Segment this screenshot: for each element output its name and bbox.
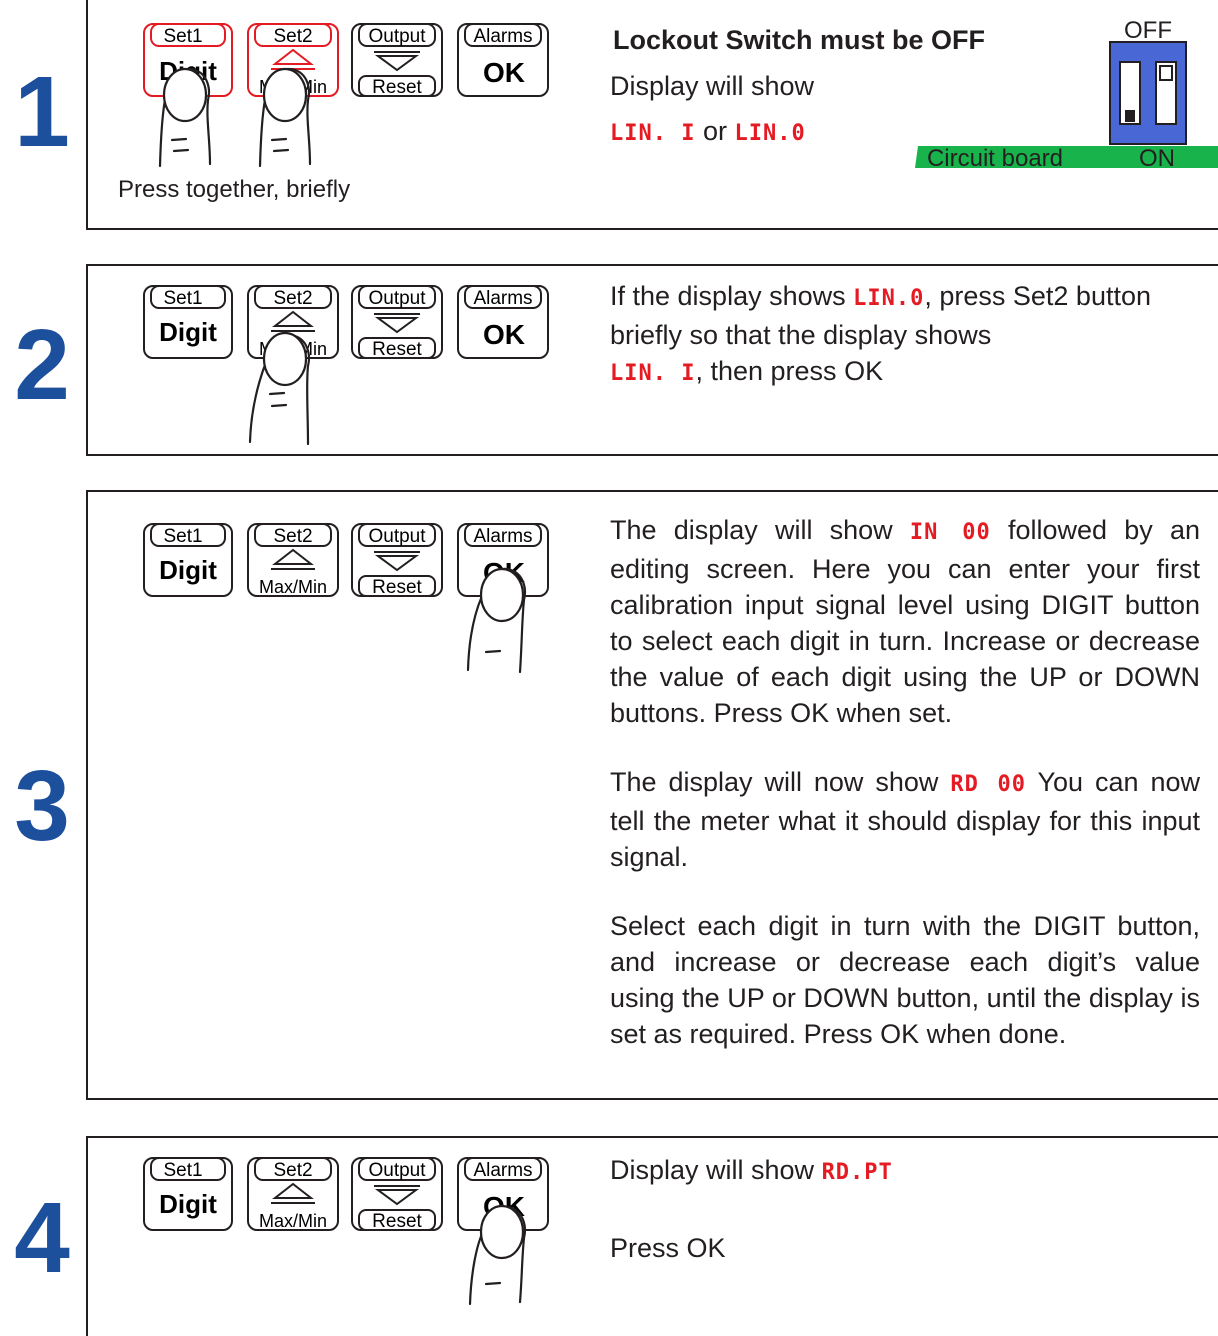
output-down-button: Output Reset — [351, 523, 443, 598]
step-4-line1: Display will show RD.PT — [610, 1152, 893, 1191]
press-note: Press together, briefly — [118, 176, 351, 203]
alarms-ok-button: Alarms OK — [457, 23, 549, 97]
reset-label: Reset — [372, 77, 422, 98]
step-1-led-line: LIN. I or LIN.0 — [610, 113, 806, 152]
step-2-text: If the display shows LIN.0, press Set2 b… — [610, 278, 1200, 392]
alarms-label: Alarms — [473, 26, 532, 47]
step-3-panel: Set1 Digit Set2 Max/Min Output Reset Ala… — [86, 490, 1218, 1100]
step-number-3: 3 — [14, 750, 70, 862]
step-3-p2-a: The display will now show — [610, 767, 951, 797]
led-lin0: LIN.0 — [734, 121, 806, 146]
svg-text:Output: Output — [368, 288, 426, 309]
step-1-panel: Set1 Digit Set2 Max/Min Output Reset Ala… — [86, 0, 1218, 230]
step-3-p1-a: The display will show — [610, 515, 910, 545]
step-4-line2: Press OK — [610, 1233, 726, 1263]
set1-digit-button: Set1 Digit — [143, 523, 233, 597]
step-2-panel: Set1 Digit Set2 Max/Min Output Reset Ala… — [86, 264, 1218, 456]
switch-on-label: ON — [1139, 145, 1175, 172]
led-in-00: IN 00 — [909, 520, 991, 545]
svg-text:Reset: Reset — [372, 339, 422, 360]
svg-text:Reset: Reset — [372, 1211, 422, 1232]
svg-text:Digit: Digit — [159, 555, 217, 585]
step-4-panel: Set1 Digit Set2 Max/Min Output Reset Ala… — [86, 1136, 1218, 1336]
step-1-line1: Display will show — [610, 71, 815, 101]
switch-off-label: OFF — [1124, 17, 1172, 44]
set2-up-button: Set2 Max/Min — [247, 285, 339, 359]
step-2-text-a: If the display shows — [610, 281, 854, 311]
step-number-2: 2 — [14, 309, 70, 421]
svg-text:Alarms: Alarms — [473, 288, 532, 309]
svg-text:Max/Min: Max/Min — [259, 1211, 327, 1231]
finger-icon — [468, 1204, 527, 1306]
set1-digit-button: Set1 Digit — [143, 23, 233, 97]
step-3-button-diagram: Set1 Digit Set2 Max/Min Output Reset Ala… — [143, 523, 549, 674]
led-lin1: LIN. I — [610, 121, 696, 146]
set2-label: Set2 — [273, 26, 312, 47]
svg-text:Digit: Digit — [159, 317, 217, 347]
output-down-button: Output Reset — [351, 23, 443, 98]
finger-icon — [248, 331, 311, 446]
down-arrow-icon — [374, 317, 420, 334]
ok-label: OK — [483, 57, 525, 88]
step-4-text-a: Display will show — [610, 1155, 822, 1185]
step-1-heading: Lockout Switch must be OFF — [613, 25, 986, 55]
step-2-text-c: , then press OK — [695, 356, 884, 386]
svg-text:Set1: Set1 — [163, 1160, 202, 1181]
output-down-button: Output Reset — [351, 1157, 443, 1232]
or-text: or — [703, 116, 728, 146]
up-arrow-icon — [272, 48, 314, 65]
step-1-button-diagram: Set1 Digit Set2 Max/Min Output Reset Ala… — [143, 17, 1218, 172]
lockout-dip-switch-icon — [915, 41, 1218, 168]
finger-icon — [158, 67, 312, 168]
set1-digit-button: Set1 Digit — [143, 1157, 233, 1231]
svg-text:Set1: Set1 — [163, 288, 202, 309]
svg-text:Set2: Set2 — [273, 288, 312, 309]
led-lin0: LIN.0 — [853, 286, 925, 311]
circuit-board-label: Circuit board — [927, 145, 1063, 172]
set1-label: Set1 — [163, 26, 202, 47]
step-2-text-b: , press Set2 button briefly so that the … — [610, 281, 1151, 350]
down-arrow-icon — [374, 555, 420, 572]
step-3-paragraph-1: The display will show IN 00 followed by … — [610, 512, 1200, 731]
svg-text:Output: Output — [368, 526, 426, 547]
up-arrow-icon — [272, 548, 314, 565]
svg-text:Set2: Set2 — [273, 1160, 312, 1181]
step-3-p2-b: You can now tell the meter what it shoul… — [610, 767, 1200, 872]
set2-up-button: Set2 Max/Min — [247, 523, 339, 597]
svg-text:Output: Output — [368, 1160, 426, 1181]
svg-text:Alarms: Alarms — [473, 1160, 532, 1181]
step-3-p1-b: followed by an editing screen. Here you … — [610, 515, 1200, 728]
svg-text:Max/Min: Max/Min — [259, 577, 327, 597]
svg-text:Alarms: Alarms — [473, 526, 532, 547]
svg-text:Digit: Digit — [159, 1189, 217, 1219]
svg-text:Set1: Set1 — [163, 526, 202, 547]
step-4-button-diagram: Set1 Digit Set2 Max/Min Output Reset Ala… — [143, 1157, 549, 1306]
step-number-4: 4 — [14, 1182, 70, 1294]
led-rd-00: RD 00 — [950, 772, 1027, 797]
up-arrow-icon — [272, 310, 314, 327]
set1-digit-button: Set1 Digit — [143, 285, 233, 359]
svg-text:Set2: Set2 — [273, 526, 312, 547]
svg-text:Reset: Reset — [372, 577, 422, 598]
alarms-ok-button: Alarms OK — [457, 285, 549, 359]
down-arrow-icon — [374, 1189, 420, 1206]
led-lin1: LIN. I — [610, 361, 696, 386]
finger-icon — [466, 567, 527, 674]
step-3-paragraph-3: Select each digit in turn with the DIGIT… — [610, 911, 1200, 1049]
led-rd-pt: RD.PT — [821, 1160, 893, 1185]
svg-text:OK: OK — [483, 319, 525, 350]
step-number-1: 1 — [14, 56, 70, 168]
step-2-button-diagram: Set1 Digit Set2 Max/Min Output Reset Ala… — [143, 285, 549, 446]
set2-up-button: Set2 Max/Min — [247, 1157, 339, 1231]
output-label: Output — [368, 26, 426, 47]
output-down-button: Output Reset — [351, 285, 443, 360]
up-arrow-icon — [272, 1182, 314, 1199]
down-arrow-icon — [374, 55, 420, 72]
step-3-paragraph-2: The display will now show RD 00 You can … — [610, 764, 1200, 875]
